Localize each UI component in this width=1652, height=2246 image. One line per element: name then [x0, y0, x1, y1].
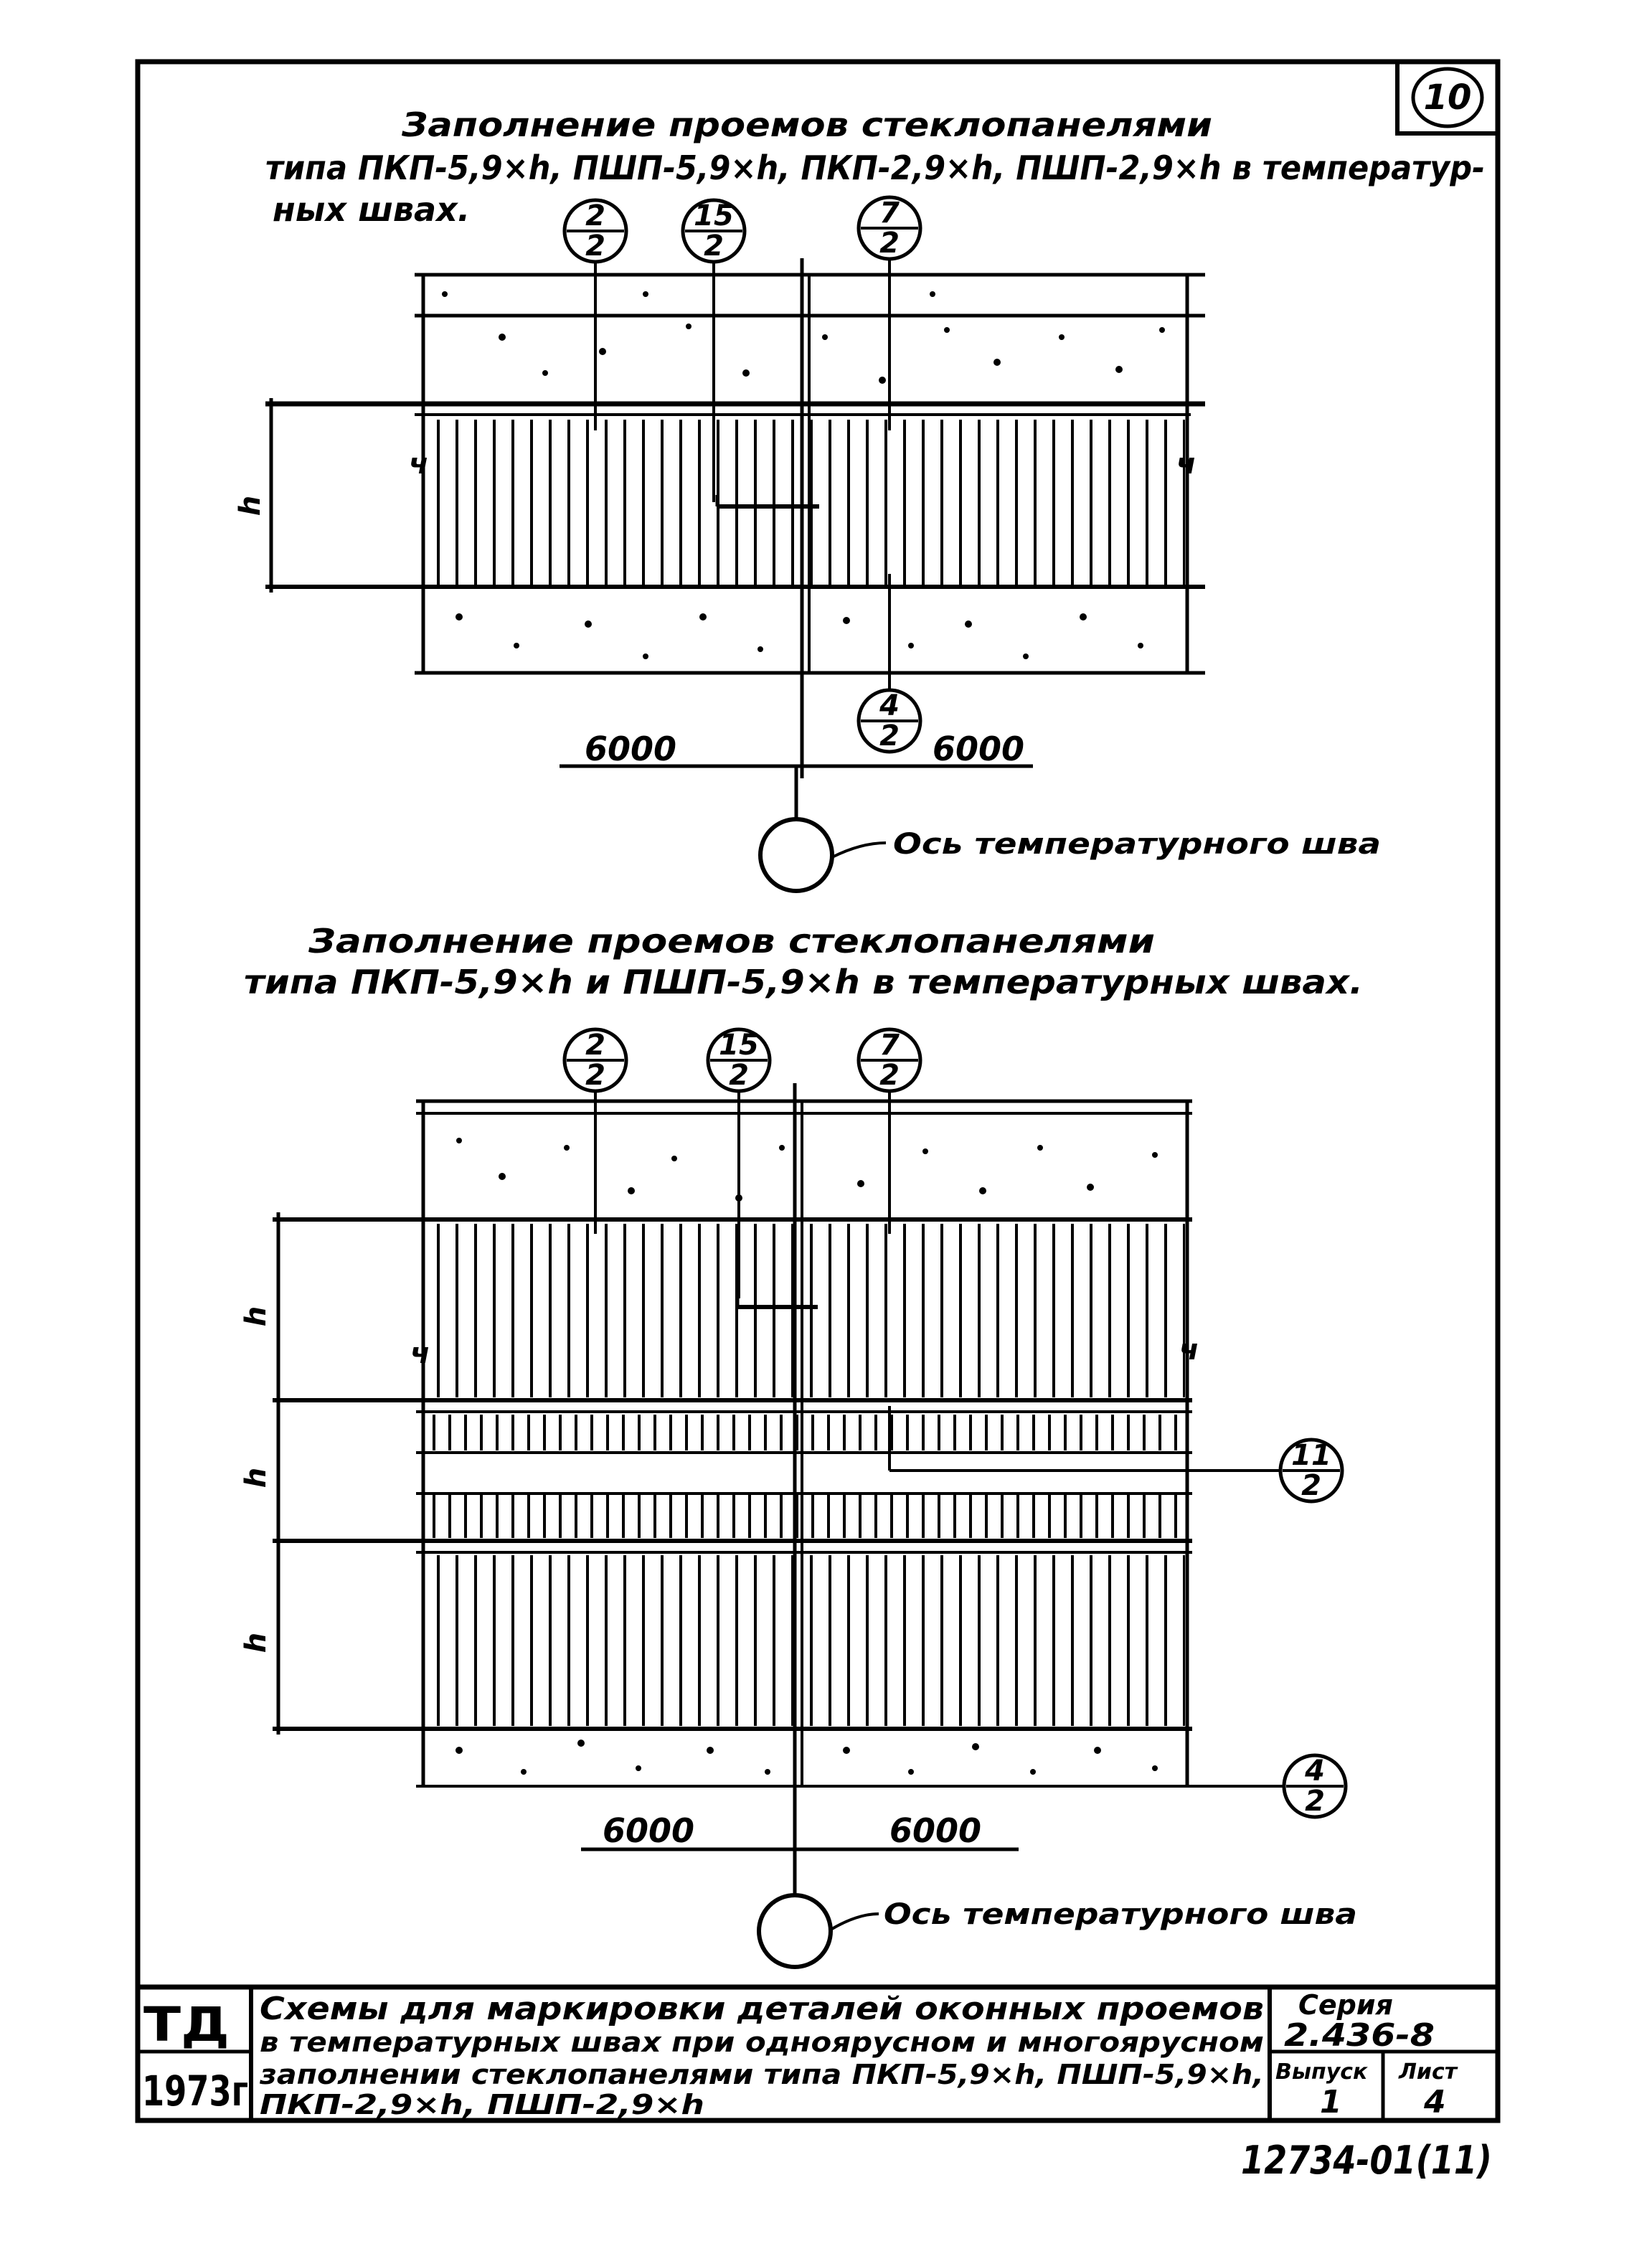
top-dim-left: 6000 — [585, 730, 676, 768]
sheet-badge-circle — [1411, 67, 1484, 128]
bottom-marker-2-num: 15 — [719, 1029, 759, 1062]
doc-number: 12734-01(11) — [1241, 2138, 1492, 2183]
bottom-marker-2: 15 2 — [706, 1027, 772, 1093]
bottom-glass-panel-2 — [426, 1555, 1185, 1726]
top-break-right: ч — [1176, 448, 1196, 481]
top-marker-1: 2 2 — [562, 198, 628, 264]
top-title-line1: Заполнение проемов стеклопанелями — [401, 105, 1212, 144]
bottom-marker-5-num: 4 — [1304, 1755, 1325, 1788]
tb-desc-line4: ПКП-2,9×h, ПШП-2,9×h — [260, 2089, 704, 2120]
top-concrete-dots — [442, 291, 1165, 659]
top-title-line2: типа ПКП-5,9×h, ПШП-5,9×h, ПКП-2,9×h, ПШ… — [265, 148, 1485, 187]
bottom-height-label-3: h — [240, 1633, 273, 1653]
bottom-marker-2-den: 2 — [729, 1059, 749, 1092]
bottom-break-right: ч — [1179, 1334, 1199, 1367]
tb-year: 1973г — [142, 2067, 248, 2115]
top-break-left: ч — [409, 448, 428, 481]
top-drawing: Заполнение проемов стеклопанелями типа П… — [234, 105, 1485, 893]
title-block: ТД 1973г Схемы для маркировки деталей ок… — [138, 1984, 1498, 2120]
top-marker-3-den: 2 — [879, 227, 900, 260]
bottom-marker-4-num: 11 — [1291, 1439, 1331, 1472]
tb-sheet-value: 4 — [1423, 2084, 1446, 2120]
top-marker-1-den: 2 — [585, 230, 605, 263]
bottom-title-line2: типа ПКП-5,9×h и ПШП-5,9×h в температурн… — [244, 963, 1363, 1001]
top-marker-2-num: 15 — [694, 199, 734, 232]
top-dim-right: 6000 — [933, 730, 1024, 768]
tb-desc-line1: Схемы для маркировки деталей оконных про… — [260, 1991, 1264, 2027]
bottom-glass-strip-1 — [426, 1415, 1185, 1450]
tb-desc-line2: в температурных швах при одноярусном и м… — [260, 2026, 1264, 2058]
sheet-badge: 10 — [1424, 77, 1472, 118]
tb-series-label: Серия — [1298, 1989, 1393, 2021]
top-marker-4-num: 4 — [879, 689, 900, 722]
sheet-frame — [135, 59, 1501, 2123]
top-marker-2: 15 2 — [681, 198, 747, 264]
top-height-label: h — [234, 496, 267, 516]
sheet-badge-box — [1395, 60, 1500, 136]
top-marker-1-num: 2 — [585, 199, 605, 232]
top-title-line3: ных швах. — [273, 190, 470, 229]
bottom-drawing: Заполнение проемов стеклопанелями типа П… — [240, 922, 1363, 1969]
bottom-height-label-1: h — [240, 1306, 273, 1326]
bottom-marker-5: 4 2 — [1282, 1753, 1348, 1819]
top-axis-label: Ось температурного шва — [893, 828, 1381, 861]
top-marker-4-den: 2 — [879, 719, 900, 752]
bottom-break-left: ч — [410, 1337, 430, 1370]
bottom-marker-1: 2 2 — [562, 1027, 628, 1093]
top-axis-bubble — [758, 817, 834, 893]
bottom-dim-right: 6000 — [889, 1811, 981, 1850]
bottom-dim-left: 6000 — [603, 1811, 694, 1850]
bottom-axis-leader — [829, 1912, 879, 1931]
top-marker-2-den: 2 — [704, 230, 724, 263]
tb-issue-label: Выпуск — [1275, 2059, 1368, 2085]
bottom-marker-1-den: 2 — [585, 1059, 605, 1092]
bottom-marker-1-num: 2 — [585, 1029, 605, 1062]
bottom-marker-4-den: 2 — [1301, 1469, 1321, 1502]
bottom-title-line1: Заполнение проемов стеклопанелями — [308, 922, 1155, 961]
bottom-marker-3-den: 2 — [879, 1059, 900, 1092]
bottom-glass-strip-2 — [426, 1495, 1185, 1538]
top-marker-3: 7 2 — [856, 195, 922, 261]
top-glass-panel — [426, 420, 1185, 585]
bottom-concrete-dots — [456, 1138, 1158, 1775]
bottom-glass-panel-1 — [426, 1224, 1185, 1397]
bottom-marker-4: 11 2 — [1278, 1438, 1344, 1504]
bottom-marker-3: 7 2 — [856, 1027, 922, 1093]
top-marker-3-num: 7 — [879, 197, 900, 230]
bottom-axis-bubble — [757, 1893, 833, 1969]
tb-org: ТД — [143, 1997, 230, 2052]
bottom-marker-3-num: 7 — [879, 1029, 900, 1062]
tb-sheet-label: Лист — [1398, 2059, 1458, 2085]
top-marker-4: 4 2 — [856, 688, 922, 754]
bottom-marker-5-den: 2 — [1305, 1785, 1325, 1818]
tb-desc-line3: заполнении стеклопанелями типа ПКП-5,9×h… — [259, 2059, 1264, 2090]
bottom-axis-label: Ось температурного шва — [884, 1898, 1357, 1931]
tb-issue-value: 1 — [1320, 2084, 1342, 2120]
tb-series-value: 2.436-8 — [1284, 2017, 1435, 2054]
bottom-height-label-2: h — [240, 1468, 273, 1488]
top-axis-leader — [831, 841, 887, 859]
